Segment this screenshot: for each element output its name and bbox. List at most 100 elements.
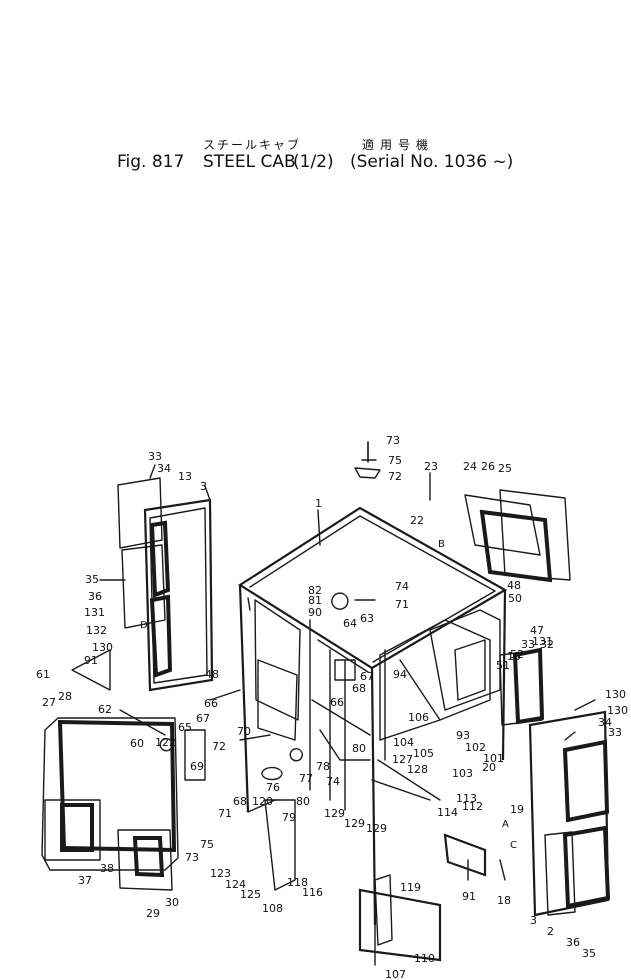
marker-d: D — [140, 620, 148, 631]
label-64: 64 — [343, 617, 357, 630]
label-55: 72 — [388, 470, 402, 483]
label-82: 81 — [308, 594, 322, 607]
jp-title: スチールキャブ — [203, 138, 302, 152]
label-118: 122 — [155, 736, 176, 749]
label-126: 129 — [366, 822, 387, 835]
label-100: 93 — [456, 729, 470, 742]
label-106: 105 — [413, 747, 434, 760]
label-93: 91 — [84, 654, 98, 667]
label-119: 123 — [210, 867, 231, 880]
label-131: 132 — [86, 624, 107, 637]
label-72: 72 — [212, 740, 226, 753]
label-69: 69 — [190, 760, 204, 773]
label-38: 48 — [205, 668, 219, 681]
label-2: 2 — [547, 925, 554, 938]
marker-b: B — [438, 539, 445, 550]
label-48: 48 — [507, 579, 521, 592]
label-30: 32 — [540, 638, 554, 651]
label-35b: 36 — [566, 936, 580, 949]
label-20: 20 — [482, 761, 496, 774]
label-127: 130 — [605, 688, 626, 701]
label-27: 28 — [58, 690, 72, 703]
label-26: 27 — [42, 696, 56, 709]
label-33b: 34 — [598, 716, 612, 729]
label-120: 124 — [225, 878, 246, 891]
label-15: 15 — [507, 650, 521, 663]
label-115: 118 — [287, 876, 308, 889]
label-112: 114 — [437, 806, 458, 819]
label-32b: 33 — [608, 726, 622, 739]
label-59: 74 — [395, 580, 409, 593]
marker-c: C — [510, 840, 517, 851]
label-21: 22 — [410, 514, 424, 527]
label-91: 90 — [308, 606, 322, 619]
label-22: 23 — [424, 460, 438, 473]
label-128: 130 — [607, 704, 628, 717]
label-90: 82 — [308, 584, 322, 597]
leader-lines — [99, 441, 596, 966]
jp-serial-label: 適用号機 — [362, 138, 435, 152]
label-35a: 36 — [88, 590, 102, 603]
right-door — [499, 647, 611, 917]
label-3a: 3 — [200, 480, 207, 493]
label-18: 18 — [497, 894, 511, 907]
label-129: 130 — [92, 641, 113, 654]
label-47: 47 — [530, 624, 544, 637]
label-125: 129 — [344, 817, 365, 830]
label-70: 70 — [237, 725, 251, 738]
label-61: 61 — [36, 668, 50, 681]
label-13: 13 — [178, 470, 192, 483]
label-57: 71 — [395, 598, 409, 611]
label-113: 120 — [252, 795, 273, 808]
label-32a: 33 — [148, 450, 162, 463]
label-56: 73 — [386, 434, 400, 447]
marker-a: A — [502, 819, 509, 830]
label-111: 112 — [462, 800, 483, 813]
hardware-details — [71, 441, 381, 891]
label-31: 33 — [521, 638, 535, 651]
part-labels: 73 75 72 23 24 26 25 22 1 33 34 13 3 35 … — [36, 434, 628, 980]
label-33a: 34 — [157, 462, 171, 475]
label-24: 25 — [498, 462, 512, 475]
label-23: 24 — [463, 460, 477, 473]
label-116: 119 — [400, 881, 421, 894]
label-124: 129 — [324, 807, 345, 820]
label-130: 131 — [84, 606, 105, 619]
label-51: 52 — [510, 648, 524, 661]
figure-name: STEEL CAB — [203, 152, 296, 172]
label-101: 94 — [393, 668, 407, 681]
label-52: 66 — [330, 696, 344, 709]
label-110: 110 — [414, 952, 435, 965]
label-68: 68 — [233, 795, 247, 808]
label-19: 19 — [510, 803, 524, 816]
label-65: 65 — [178, 721, 192, 734]
label-67: 67 — [196, 712, 210, 725]
label-130b: 131 — [532, 635, 553, 648]
label-80: 80 — [352, 742, 366, 755]
label-105: 104 — [393, 736, 414, 749]
label-104: 103 — [452, 767, 473, 780]
label-25a: 26 — [481, 460, 495, 473]
label-28: 29 — [146, 907, 160, 920]
label-78: 78 — [316, 760, 330, 773]
label-103: 102 — [465, 741, 486, 754]
label-34b: 35 — [582, 947, 596, 960]
label-107: 106 — [408, 711, 429, 724]
left-door — [117, 477, 214, 692]
label-54: 68 — [352, 682, 366, 695]
label-37: 38 — [100, 862, 114, 875]
label-108: 107 — [385, 968, 406, 980]
label-53: 67 — [360, 670, 374, 683]
floor-plate — [358, 833, 487, 962]
cab-body — [237, 506, 508, 926]
label-71: 71 — [218, 807, 232, 820]
left-window-glass — [41, 717, 179, 891]
label-123: 128 — [407, 763, 428, 776]
label-81: 80 — [296, 795, 310, 808]
label-3b: 3 — [530, 914, 537, 927]
top-window — [464, 489, 571, 583]
label-36: 37 — [78, 874, 92, 887]
label-77: 77 — [299, 772, 313, 785]
label-73: 73 — [185, 851, 199, 864]
